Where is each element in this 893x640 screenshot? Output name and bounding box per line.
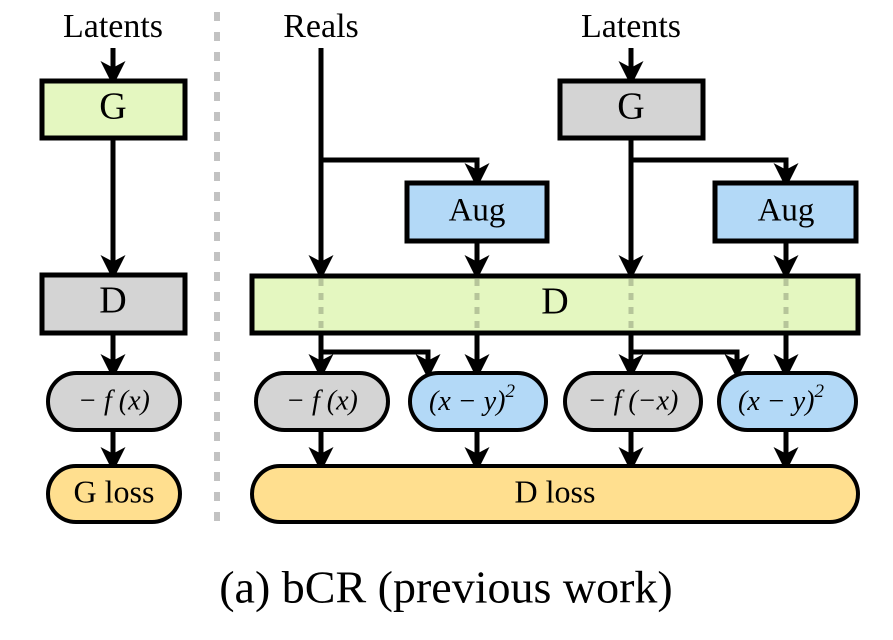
label-loss-fake-f-neg-x: − f (−x) [588, 385, 679, 416]
label-g-loss: G loss [74, 473, 155, 509]
node-g-loss[interactable] [46, 464, 182, 524]
edge-d-to-real-consistency [321, 349, 441, 380]
label-latents-right: Latents [581, 8, 681, 45]
label-generator-left: G [99, 86, 126, 128]
figure-caption: (a) bCR (previous work) [219, 562, 673, 613]
label-loss-term-left: − f (x) [78, 385, 150, 416]
label-loss-real-f-x: − f (x) [286, 385, 358, 416]
label-discriminator-left: D [99, 280, 126, 322]
label-aug-right: Aug [758, 193, 815, 229]
label-d-loss: D loss [515, 473, 596, 509]
node-discriminator-right[interactable] [249, 273, 861, 336]
edge-reals-to-aug-left [321, 157, 490, 189]
node-discriminator-left[interactable] [39, 272, 188, 336]
node-aug-right[interactable] [712, 180, 859, 244]
edge-d-to-fake-consistency [631, 349, 750, 380]
node-d-loss[interactable] [250, 464, 860, 524]
label-aug-left: Aug [449, 193, 506, 229]
label-discriminator-right: D [541, 281, 568, 323]
label-loss-real-consistency: (x − y)2 [429, 381, 515, 417]
label-latents-left: Latents [63, 8, 163, 45]
label-reals: Reals [283, 8, 359, 45]
edge-g-right-to-aug-right [631, 157, 799, 189]
label-loss-fake-consistency: (x − y)2 [738, 381, 824, 417]
label-generator-right: G [617, 86, 644, 128]
